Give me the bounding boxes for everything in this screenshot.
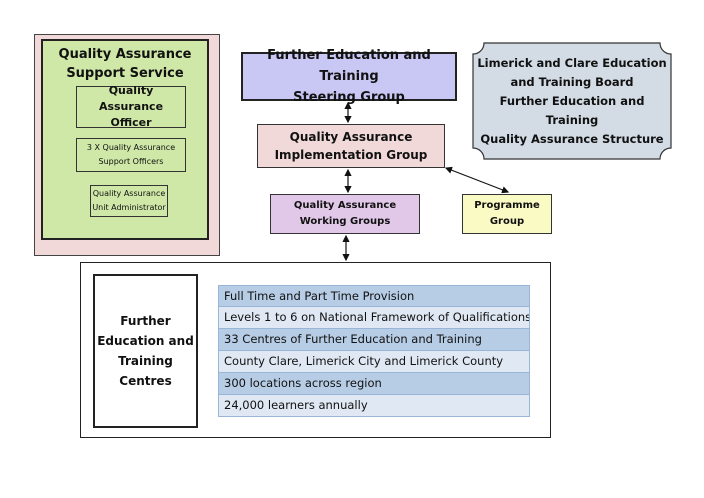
qa-officer-line2: Officer: [110, 116, 152, 129]
centres-label-line2: Education and: [97, 334, 194, 348]
programme-group-line2: Group: [489, 216, 525, 227]
structure-title-line4: Quality Assurance Structure: [480, 131, 664, 146]
qa-officer-box: Quality Assurance Officer: [76, 84, 186, 129]
fact-row: 33 Centres of Further Education and Trai…: [218, 329, 530, 351]
qa-admin-box: Quality Assurance Unit Administrator: [90, 185, 168, 217]
programme-group-box: Programme Group: [462, 194, 552, 234]
support-service-title-line1: Quality Assurance: [58, 47, 192, 62]
steering-group-line1: Further Education and Training: [267, 48, 431, 84]
programme-group-line1: Programme: [474, 200, 540, 211]
implementation-group-line1: Quality Assurance: [289, 130, 413, 144]
structure-title-plaque: [472, 42, 672, 160]
centres-label-box: Further Education and Training Centres: [93, 274, 198, 428]
fact-row: 24,000 learners annually: [218, 395, 530, 417]
qa-support-officers-box: 3 X Quality Assurance Support Officers: [76, 138, 186, 172]
fact-row: County Clare, Limerick City and Limerick…: [218, 351, 530, 373]
qa-admin-line1: Quality Assurance: [92, 189, 166, 198]
structure-title-line3: Further Education and Training: [499, 93, 645, 127]
centres-label-line3: Training Centres: [118, 354, 173, 388]
support-service-title-line2: Support Service: [66, 66, 184, 81]
structure-title-line1: Limerick and Clare Education: [477, 55, 667, 70]
fact-row: Full Time and Part Time Provision: [218, 285, 530, 307]
fact-row: Levels 1 to 6 on National Framework of Q…: [218, 307, 530, 329]
working-groups-line1: Quality Assurance: [293, 200, 397, 211]
working-groups-line2: Working Groups: [299, 216, 391, 227]
structure-title-line2: and Training Board: [510, 74, 634, 89]
steering-group-line2: Steering Group: [293, 90, 405, 105]
qa-admin-line2: Unit Administrator: [92, 203, 166, 212]
fact-row: 300 locations across region: [218, 373, 530, 395]
qa-support-officers-line2: Support Officers: [98, 157, 164, 166]
centres-label-line1: Further: [120, 314, 171, 328]
structure-title: Limerick and Clare Education and Trainin…: [472, 42, 672, 160]
implementation-group-box: Quality Assurance Implementation Group: [257, 124, 445, 168]
qa-support-officers-line1: 3 X Quality Assurance: [86, 143, 176, 152]
steering-group-box: Further Education and Training Steering …: [241, 48, 457, 105]
support-service-title: Quality Assurance Support Service: [41, 44, 209, 84]
working-groups-box: Quality Assurance Working Groups: [270, 194, 420, 234]
qa-officer-line1: Quality Assurance: [98, 84, 164, 113]
connector-implementation-programme: [444, 166, 510, 194]
implementation-group-line2: Implementation Group: [274, 148, 428, 162]
centres-facts-list: Full Time and Part Time Provision Levels…: [218, 285, 530, 417]
